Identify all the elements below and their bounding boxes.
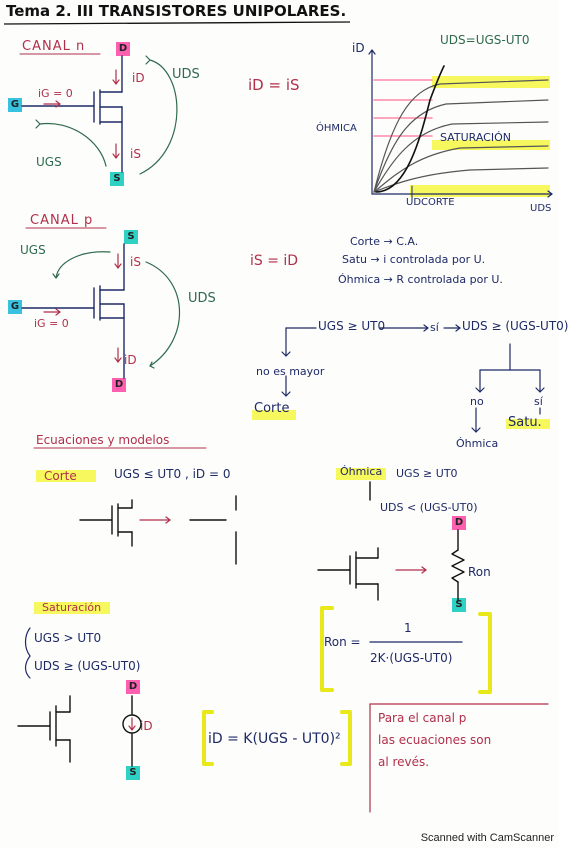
sat-tag-d: D xyxy=(126,680,140,694)
canal-p-ig: iG = 0 xyxy=(34,317,69,330)
canal-n-is: iS xyxy=(130,147,141,161)
region-ohmica: Óhmica → R controlada por U. xyxy=(338,273,503,286)
ohmica-cond2: UDS < (UGS-UT0) xyxy=(380,501,478,514)
ohmica-tag-d: D xyxy=(452,516,466,530)
canal-n-ugs: UGS xyxy=(36,155,62,169)
region-corte: Corte → C.A. xyxy=(350,235,419,248)
note-line-1: Para el canal p xyxy=(378,711,467,725)
note-line-3: al revés. xyxy=(378,755,430,769)
canal-n-tag-d: D xyxy=(116,42,130,56)
canal-n-uds: UDS xyxy=(172,67,200,82)
canal-p-tag-d: D xyxy=(112,378,126,392)
canal-n-tag-s: S xyxy=(110,172,124,186)
canal-p-tag-g: G xyxy=(8,300,22,314)
decision-satu: Satu. xyxy=(508,415,542,430)
canal-n-ig: iG = 0 xyxy=(38,87,73,100)
page-title: Tema 2. III TRANSISTORES UNIPOLARES. xyxy=(6,2,347,20)
graph-x-label: UDS xyxy=(530,203,552,214)
ohmica-cond1: UGS ≥ UT0 xyxy=(396,467,458,480)
region-satu: Satu → i controlada por U. xyxy=(342,253,486,266)
graph-saturacion: SATURACIÓN xyxy=(440,131,511,144)
canal-p-ugs: UGS xyxy=(20,243,46,257)
canal-p-tag-s: S xyxy=(124,230,138,244)
canal-p-uds: UDS xyxy=(188,291,216,306)
canal-p-id: iD xyxy=(124,353,137,367)
sat-id: iD xyxy=(140,719,153,733)
ohmica-label: Óhmica xyxy=(340,465,383,478)
ron-numerator: 1 xyxy=(404,621,412,635)
sat-equation: iD = K(UGS - UT0)² xyxy=(208,731,341,747)
scanner-footer: Scanned with CamScanner xyxy=(420,832,554,844)
ron-label: Ron xyxy=(468,565,491,579)
corte-condition: UGS ≤ UT0 , iD = 0 xyxy=(114,467,231,481)
decision-yes1: sí xyxy=(430,321,439,334)
canal-n-id: iD xyxy=(132,71,145,85)
sat-cond2: UDS ≥ (UGS-UT0) xyxy=(34,659,141,673)
corte-label: Corte xyxy=(44,469,77,483)
decision-corte: Corte xyxy=(254,401,290,416)
highlight-graph-sat xyxy=(432,76,550,88)
sat-cond1: UGS > UT0 xyxy=(34,631,102,645)
decision-cond2: UDS ≥ (UGS-UT0) xyxy=(462,319,568,333)
decision-si: sí xyxy=(534,395,543,408)
canal-p-is: iS xyxy=(130,255,141,269)
canal-n-label: CANAL n xyxy=(22,39,86,54)
canal-p-label: CANAL p xyxy=(30,213,94,228)
highlight-graph-sat-3 xyxy=(410,185,550,197)
ohmica-tag-s: S xyxy=(452,598,466,612)
highlight-satu-word xyxy=(506,419,550,429)
decision-no-es-mayor: no es mayor xyxy=(256,365,325,378)
sat-label: Saturación xyxy=(42,601,102,614)
canal-n-tag-g: G xyxy=(8,98,22,112)
equations-heading: Ecuaciones y modelos xyxy=(36,433,170,447)
canal-p-relation: iS = iD xyxy=(250,253,299,269)
canal-n-relation: iD = iS xyxy=(248,76,300,94)
decision-no: no xyxy=(470,395,484,408)
highlight-sat-eq xyxy=(34,602,110,614)
ron-eq-lhs: Ron = xyxy=(324,635,361,649)
highlight-corte-eq xyxy=(36,470,96,482)
graph-x-tick: UDCORTE xyxy=(406,197,455,208)
graph-ohmica: ÓHMICA xyxy=(316,123,357,134)
ron-denominator: 2K·(UGS-UT0) xyxy=(370,651,453,665)
graph-y-label: iD xyxy=(352,41,365,55)
graph-formula: UDS=UGS-UT0 xyxy=(440,33,530,47)
note-line-2: las ecuaciones son xyxy=(378,733,492,747)
decision-ohmica: Óhmica xyxy=(456,437,499,450)
decision-cond1: UGS ≥ UT0 xyxy=(318,319,386,333)
highlight-ohmica-eq xyxy=(336,468,386,480)
sat-tag-s: S xyxy=(126,766,140,780)
highlight-corte-word xyxy=(252,410,296,420)
